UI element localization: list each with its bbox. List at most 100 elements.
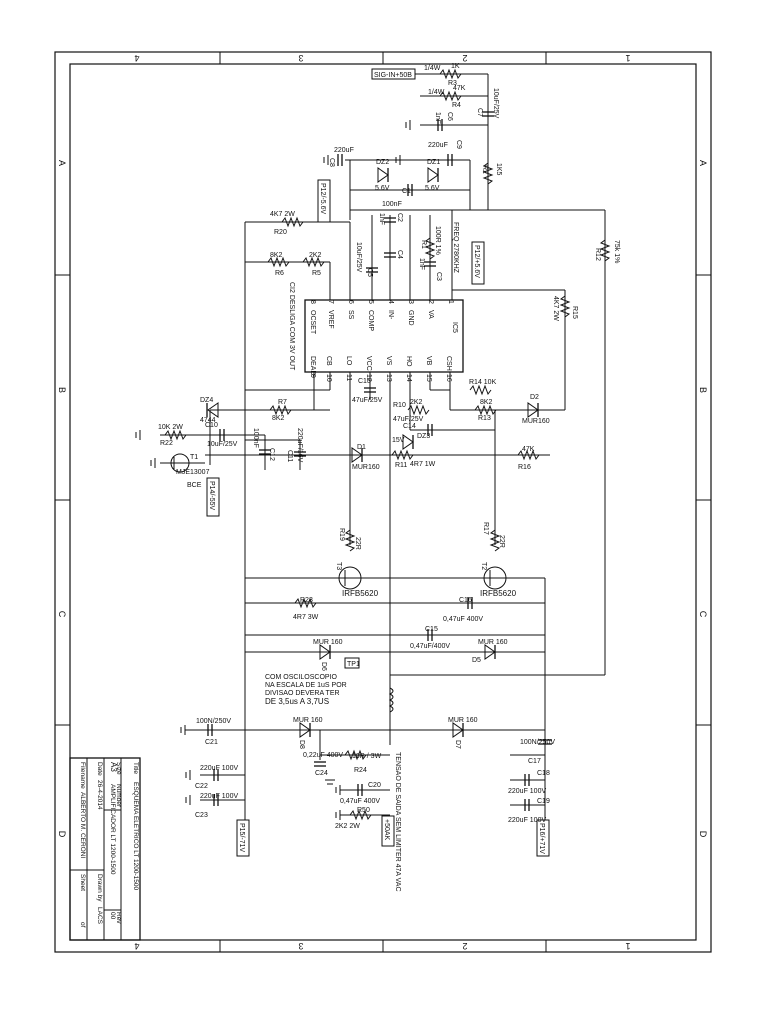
svg-text:DIVISAO DEVERA TER: DIVISAO DEVERA TER: [265, 690, 340, 697]
ic5-pin-number: 16: [445, 374, 452, 382]
svg-text:R22: R22: [160, 440, 173, 447]
frame-row-label: D: [57, 831, 67, 838]
svg-text:C3: C3: [435, 272, 442, 281]
svg-text:4R7 3W: 4R7 3W: [293, 614, 319, 621]
svg-text:R2: R2: [481, 165, 488, 174]
svg-text:15V: 15V: [392, 437, 405, 444]
svg-text:4K7 2W: 4K7 2W: [270, 211, 295, 218]
svg-text:4R7 1W: 4R7 1W: [410, 461, 436, 468]
svg-text:C21: C21: [205, 739, 218, 746]
svg-text:+50AK: +50AK: [383, 819, 390, 841]
ic5-pin-name: COMP: [367, 310, 374, 331]
svg-text:Filename: Filename: [79, 762, 86, 789]
ground-symbol: [395, 155, 401, 165]
svg-text:1K5: 1K5: [495, 163, 502, 176]
frame-col-label: 3: [298, 53, 303, 63]
svg-text:220uF: 220uF: [334, 147, 354, 154]
file-value: ALBERTO M. CERONI: [79, 792, 86, 858]
capacitor-c15: [427, 629, 433, 641]
resistor-r19: [344, 529, 356, 552]
svg-text:Date: Date: [96, 762, 103, 776]
ic5-pin-number: 10: [325, 374, 332, 382]
capacitor-c18: [524, 774, 530, 786]
ic5-pin-number: 4: [387, 300, 394, 304]
ic5-pin-number: 9: [309, 374, 316, 378]
svg-text:C18: C18: [537, 770, 550, 777]
tp1-box: [344, 657, 360, 669]
svg-text:C22: C22: [195, 783, 208, 790]
svg-text:C15: C15: [425, 626, 438, 633]
resistor-r12: [599, 239, 611, 262]
frame-row-label: C: [57, 611, 67, 618]
svg-text:22R: 22R: [498, 535, 505, 548]
svg-text:1nF: 1nF: [418, 258, 425, 270]
sig-in-box: [371, 68, 416, 80]
resistor-r7: [269, 404, 292, 416]
svg-text:R20: R20: [274, 229, 287, 236]
date-value: 26-4-2014: [96, 780, 103, 810]
svg-text:COM OSCILOSCOPIO: COM OSCILOSCOPIO: [265, 674, 338, 681]
capacitor-c9: [447, 154, 453, 166]
svg-text:R10: R10: [393, 402, 406, 409]
diode-d1: [351, 447, 363, 463]
svg-text:R24: R24: [354, 767, 367, 774]
svg-text:R14 10K: R14 10K: [469, 379, 497, 386]
svg-text:8K2: 8K2: [272, 415, 285, 422]
capacitor-c4: [384, 252, 396, 258]
zener-dz1: [427, 167, 439, 183]
ic5-pin-name: VCC: [365, 356, 372, 371]
size-values: A3 AMPLIFICADOR LT 1200-1500 00: [109, 762, 118, 920]
capacitor-c17: [538, 739, 552, 745]
svg-text:10uF/25V: 10uF/25V: [492, 88, 499, 119]
resistor-r5: [302, 256, 325, 268]
inductor: [388, 687, 394, 713]
svg-text:C8: C8: [328, 158, 335, 167]
ground-symbol: [325, 779, 335, 785]
svg-text:220uF 100V: 220uF 100V: [508, 788, 546, 795]
svg-text:100nF: 100nF: [252, 428, 259, 448]
svg-text:220uF/16V: 220uF/16V: [296, 428, 303, 463]
svg-text:R5: R5: [312, 270, 321, 277]
svg-text:2K2 2W: 2K2 2W: [335, 823, 360, 830]
svg-text:C14: C14: [403, 423, 416, 430]
svg-text:MUR 160: MUR 160: [313, 639, 343, 646]
svg-text:5.6V: 5.6V: [375, 185, 390, 192]
svg-text:220uF 100V: 220uF 100V: [508, 817, 546, 824]
svg-text:NA ESCALA DE 1uS POR: NA ESCALA DE 1uS POR: [265, 682, 347, 689]
capacitor-c8: [337, 154, 343, 166]
capacitor-c1: [407, 184, 413, 196]
svg-text:C1: C1: [402, 188, 411, 195]
resistor-r10: [407, 404, 430, 416]
svg-text:0,47uF 400V: 0,47uF 400V: [443, 616, 483, 623]
ic5-pin-name: CSH: [445, 356, 452, 371]
svg-text:4K7 2W: 4K7 2W: [552, 296, 559, 321]
title-block: [69, 757, 141, 941]
resistor-r17: [489, 529, 501, 552]
svg-text:Size: Size: [115, 762, 122, 775]
svg-text:DZ1: DZ1: [427, 159, 440, 166]
rail-label: P15/-71V: [236, 819, 250, 857]
frame-col-label: 1: [625, 53, 630, 63]
capacitor-c13: [364, 387, 376, 393]
svg-text:C7: C7: [476, 108, 483, 117]
frame-row-label: D: [698, 831, 708, 838]
capacitor-c3: [424, 261, 436, 267]
resistor-r3: [439, 68, 462, 80]
svg-text:10uF/25V: 10uF/25V: [207, 441, 238, 448]
svg-text:10uF/25V: 10uF/25V: [355, 242, 362, 273]
svg-text:IRFB5620: IRFB5620: [480, 589, 517, 598]
resistor-r4: [439, 90, 462, 102]
frame-col-label: 4: [134, 53, 139, 63]
capacitor-c6: [437, 119, 443, 131]
resistor-r14: [469, 384, 492, 396]
svg-text:C5: C5: [366, 268, 373, 277]
svg-text:1K: 1K: [451, 63, 460, 70]
ic5-pin-name: OCSET: [309, 310, 316, 335]
capacitor-c22: [213, 769, 219, 781]
ic5-pin-number: 8: [309, 300, 316, 304]
svg-text:Sheet: Sheet: [79, 874, 86, 891]
capacitors: [207, 111, 552, 811]
frame-row-label: C: [698, 611, 708, 618]
svg-text:C11: C11: [286, 450, 293, 462]
